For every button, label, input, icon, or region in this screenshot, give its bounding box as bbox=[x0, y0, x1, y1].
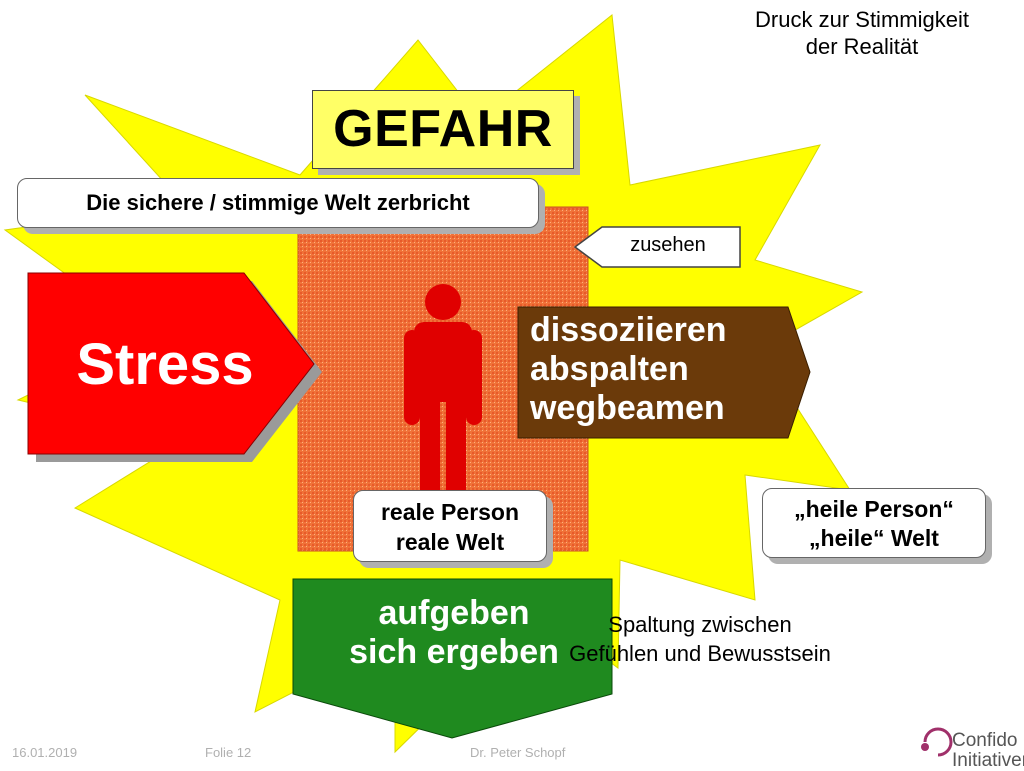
logo-line1: Confido bbox=[952, 730, 1018, 751]
dissociate-arrow bbox=[517, 306, 811, 439]
real-person-line1: reale Person bbox=[380, 499, 520, 525]
split-label: Spaltung zwischen Gefühlen und Bewusstse… bbox=[530, 610, 870, 668]
split-line1: Spaltung zwischen bbox=[608, 612, 792, 637]
real-person-line2: reale Welt bbox=[395, 529, 505, 555]
stress-arrow bbox=[27, 272, 315, 455]
logo-spiral-icon bbox=[921, 727, 953, 757]
stress-label: Stress bbox=[76, 332, 254, 397]
corner-title-line1: Druck zur Stimmigkeit bbox=[755, 7, 969, 32]
footer-author: Dr. Peter Schopf bbox=[470, 745, 566, 760]
give-up-label: aufgeben sich ergeben bbox=[296, 594, 612, 672]
person-figure bbox=[404, 284, 482, 495]
intact-person-line1: „heile Person“ bbox=[794, 496, 954, 522]
corner-title: Druck zur Stimmigkeit der Realität bbox=[712, 6, 1012, 60]
intact-person-line2: „heile“ Welt bbox=[809, 525, 939, 551]
intact-person-box: „heile Person“ „heile“ Welt bbox=[762, 488, 986, 558]
dissociate-line1: dissoziieren bbox=[530, 311, 727, 349]
give-up-arrow bbox=[292, 578, 613, 739]
logo-line2: Initiativen bbox=[952, 750, 1024, 771]
dissociate-label: dissoziieren abspalten wegbeamen bbox=[530, 311, 790, 428]
dissociate-line3: wegbeamen bbox=[530, 389, 725, 427]
real-person-box: reale Person reale Welt bbox=[353, 490, 547, 562]
dissociate-line2: abspalten bbox=[530, 350, 689, 388]
split-line2: Gefühlen und Bewusstsein bbox=[569, 641, 831, 666]
footer-date: 16.01.2019 bbox=[12, 745, 78, 760]
corner-title-line2: der Realität bbox=[805, 34, 919, 59]
give-up-line1: aufgeben bbox=[378, 594, 530, 632]
watch-pointer-shape bbox=[573, 226, 741, 268]
footer-slide-number: Folie 12 bbox=[205, 745, 252, 760]
danger-box: GEFAHR bbox=[312, 90, 574, 169]
broken-world-label: Die sichere / stimmige Welt zerbricht bbox=[17, 178, 539, 228]
give-up-line2: sich ergeben bbox=[349, 633, 559, 671]
watch-label: zusehen bbox=[630, 234, 706, 256]
logo-text: Confido Initiativen bbox=[952, 731, 1024, 771]
